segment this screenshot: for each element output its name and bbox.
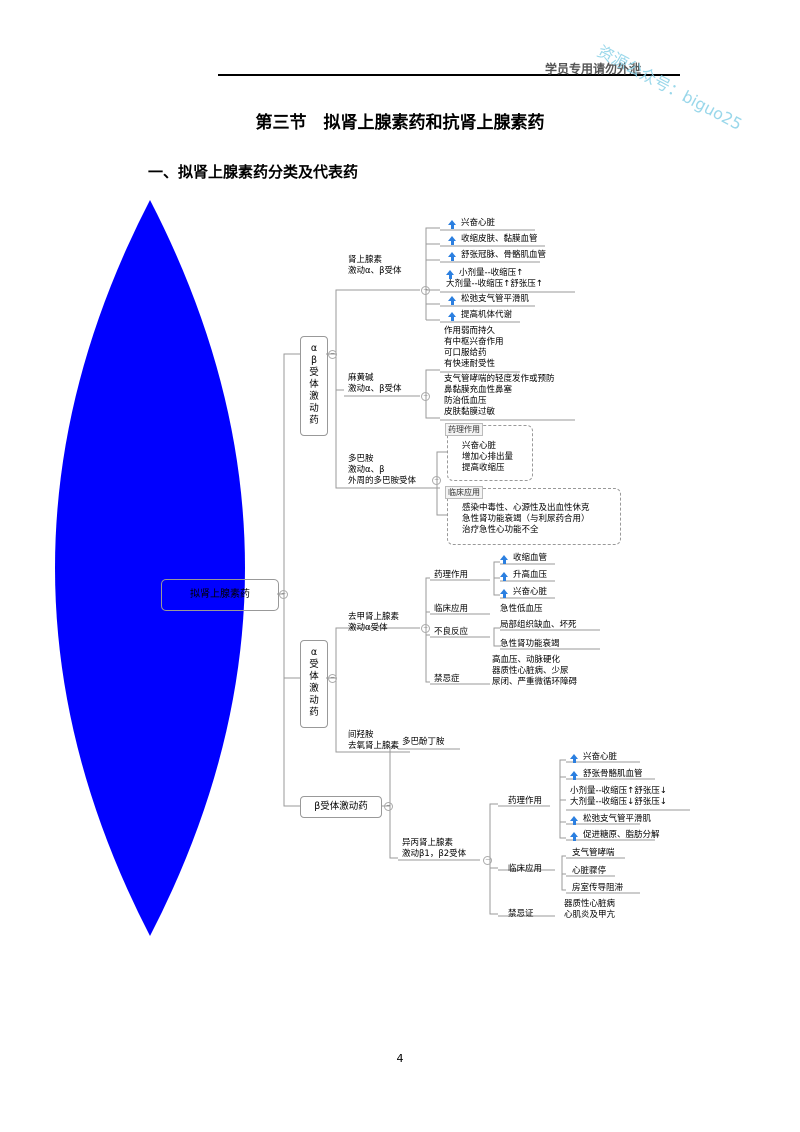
epi-item-1: 兴奋心脏 [448, 218, 495, 229]
node-metaraminol[interactable]: 间羟胺 去氧肾上腺素 [348, 730, 400, 751]
node-isoprenaline[interactable]: 异丙肾上腺素 激动β1，β2受体 [402, 838, 467, 859]
page-number: 4 [396, 1052, 404, 1065]
section-heading: 一、拟肾上腺素药分类及代表药 [148, 163, 359, 181]
ne-contra: 高血压、动脉硬化 器质性心脏病、少尿 尿闭、严重微循环障碍 [492, 655, 578, 687]
collapse-toggle-icon[interactable]: − [328, 350, 337, 359]
branch-b-agonists[interactable]: β受体激动药 [300, 796, 382, 818]
up-arrow-icon [500, 555, 508, 564]
dopamine-pharm: 兴奋心脏 增加心排出量 提高收缩压 [462, 441, 514, 473]
up-arrow-icon [570, 771, 578, 780]
up-arrow-icon [448, 312, 456, 321]
iso-clin-2: 心脏骤停 [572, 866, 607, 876]
dopamine-clin-tag: 临床应用 [445, 486, 483, 499]
collapse-toggle-icon[interactable]: − [384, 802, 393, 811]
up-arrow-icon [570, 754, 578, 763]
up-arrow-icon [448, 220, 456, 229]
iso-pharm-1: 兴奋心脏 [570, 752, 617, 763]
collapse-toggle-icon[interactable]: − [432, 476, 441, 485]
up-arrow-icon [446, 270, 454, 279]
iso-pharm-label: 药理作用 [508, 796, 543, 806]
up-arrow-icon [448, 236, 456, 245]
collapse-toggle-icon[interactable]: − [421, 286, 430, 295]
up-arrow-icon [448, 296, 456, 305]
header-text: 学员专用请勿外泄 [545, 62, 642, 76]
iso-pharm-4: 松弛支气管平滑肌 [570, 814, 651, 825]
up-arrow-icon [570, 832, 578, 841]
up-arrow-icon [448, 252, 456, 261]
epi-item-5: 松弛支气管平滑肌 [448, 294, 529, 305]
node-dobutamine[interactable]: 多巴酚丁胺 [402, 737, 445, 747]
up-arrow-icon [500, 572, 508, 581]
ne-pharm-1: 收缩血管 [500, 553, 547, 564]
epi-item-4: 小剂量--收缩压↑ 大剂量--收缩压↑舒张压↑ [446, 268, 543, 289]
branch-a-agonists[interactable]: α 受 体 激 动 药 [300, 640, 328, 728]
up-arrow-icon [570, 816, 578, 825]
iso-pharm-2: 舒张骨骼肌血管 [570, 769, 643, 780]
ne-adverse-label: 不良反应 [434, 627, 469, 637]
ephedrine-properties: 作用弱而持久 有中枢兴奋作用 可口服给药 有快速耐受性 [444, 326, 504, 369]
dopamine-pharm-tag: 药理作用 [445, 423, 483, 436]
node-ephedrine[interactable]: 麻黄碱 激动α、β受体 [348, 373, 402, 394]
epi-item-6: 提高机体代谢 [448, 310, 512, 321]
collapse-toggle-icon[interactable]: − [328, 674, 337, 683]
branch-ab-agonists[interactable]: α β 受 体 激 动 药 [300, 336, 328, 436]
dopamine-clin-box [447, 488, 621, 545]
ne-clin-label: 临床应用 [434, 604, 469, 614]
iso-clin-3: 房室传导阻滞 [572, 883, 624, 893]
ne-contra-label: 禁忌症 [434, 674, 460, 684]
ne-clin: 急性低血压 [500, 604, 543, 614]
collapse-toggle-icon[interactable]: − [483, 856, 492, 865]
dopamine-pharm-box [447, 425, 533, 481]
ne-pharm-label: 药理作用 [434, 570, 469, 580]
dopamine-clin: 感染中毒性、心源性及出血性休克 急性肾功能衰竭（与利尿药合用） 治疗急性心功能不… [462, 503, 590, 535]
ne-pharm-2: 升高血压 [500, 570, 547, 581]
ephedrine-uses: 支气管哮喘的轻度发作或预防 鼻黏膜充血性鼻塞 防治低血压 皮肤黏膜过敏 [444, 374, 555, 417]
iso-contra-label: 禁忌证 [508, 909, 534, 919]
ne-pharm-3: 兴奋心脏 [500, 587, 547, 598]
page-title: 第三节 拟肾上腺素药和抗肾上腺素药 [255, 113, 545, 133]
epi-item-2: 收缩皮肤、黏膜血管 [448, 234, 538, 245]
node-epinephrine[interactable]: 肾上腺素 激动α、β受体 [348, 255, 402, 276]
iso-clin-label: 临床应用 [508, 864, 543, 874]
collapse-toggle-icon[interactable]: − [421, 624, 430, 633]
up-arrow-icon [500, 589, 508, 598]
collapse-toggle-icon[interactable]: − [421, 392, 430, 401]
epi-item-3: 舒张冠脉、骨骼肌血管 [448, 250, 546, 261]
iso-pharm-3: 小剂量--收缩压↑舒张压↓ 大剂量--收缩压↓舒张压↓ [570, 786, 667, 807]
node-norepinephrine[interactable]: 去甲肾上腺素 激动α受体 [348, 612, 400, 633]
collapse-toggle-icon[interactable]: − [279, 590, 288, 599]
iso-pharm-5: 促进糖原、脂肪分解 [570, 830, 660, 841]
ne-adverse-2: 急性肾功能衰竭 [500, 639, 560, 649]
header-rule [218, 74, 680, 76]
node-dopamine[interactable]: 多巴胺 激动α、β 外周的多巴胺受体 [348, 454, 417, 486]
mindmap-root[interactable]: 拟肾上腺素药 [161, 579, 279, 611]
iso-clin-1: 支气管哮喘 [572, 848, 615, 858]
iso-contra: 器质性心脏病 心肌炎及甲亢 [564, 899, 616, 920]
ne-adverse-1: 局部组织缺血、坏死 [500, 620, 577, 630]
